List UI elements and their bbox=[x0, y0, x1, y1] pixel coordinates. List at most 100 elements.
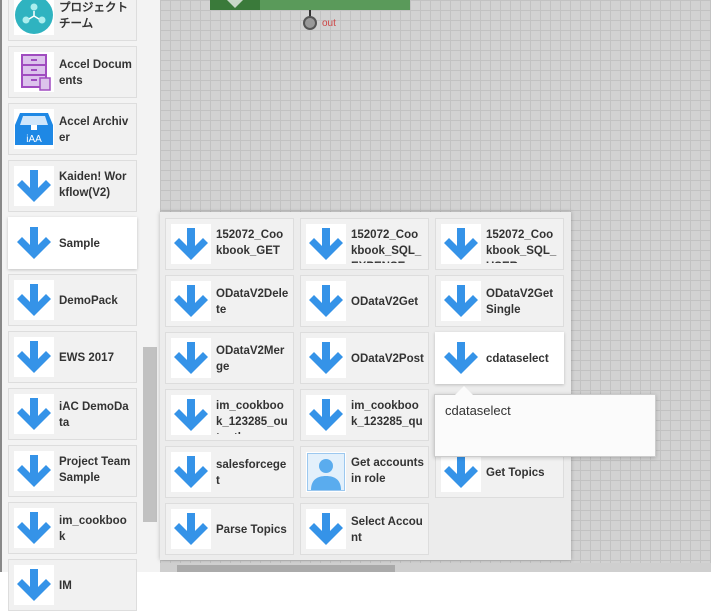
output-port-label: out bbox=[322, 18, 336, 29]
item-label-text: Get Topics bbox=[486, 467, 545, 479]
item-label-text: Project Team Sample bbox=[59, 456, 131, 484]
category-popup: 152072_Cookbook_GET 152072_Cookbook_SQL_E… bbox=[160, 212, 571, 560]
item-label-text: DemoPack bbox=[59, 295, 118, 307]
item-label: Get Topics bbox=[486, 455, 559, 491]
item-label: ODataV2Merge bbox=[216, 341, 289, 377]
sidebar-item[interactable]: IM bbox=[8, 559, 137, 611]
sidebar-item[interactable]: EWS 2017 bbox=[8, 331, 137, 383]
arrow-down-icon bbox=[441, 224, 481, 264]
item-label: ODataV2Get bbox=[351, 284, 424, 320]
flow-node[interactable] bbox=[210, 0, 410, 10]
arrow-down-icon bbox=[14, 565, 54, 605]
scrollbar-thumb[interactable] bbox=[177, 565, 395, 572]
item-label-text: 152072_Cookbook_SQL_EXPENSE bbox=[351, 229, 422, 263]
item-label: 152072_Cookbook_SQL_EXPENSE bbox=[351, 227, 424, 263]
sidebar-scrollbar[interactable] bbox=[143, 347, 157, 522]
component-item[interactable]: ODataV2Get bbox=[300, 275, 429, 327]
component-item[interactable]: ODataV2Post bbox=[300, 332, 429, 384]
item-label: IM bbox=[59, 568, 132, 604]
item-label: im_cookbook_123285_query bbox=[351, 398, 424, 434]
item-label: プロジェクトチーム bbox=[59, 0, 132, 34]
item-label-text: cdataselect bbox=[486, 353, 549, 365]
arrow-down-icon bbox=[14, 337, 54, 377]
component-item[interactable]: Get accounts in role bbox=[300, 446, 429, 498]
item-label: Select Account bbox=[351, 512, 424, 548]
item-label-text: ODataV2Get bbox=[351, 296, 419, 308]
output-port[interactable] bbox=[303, 16, 317, 30]
item-label-text: 152072_Cookbook_GET bbox=[216, 229, 284, 257]
component-item[interactable]: im_cookbook_123285_query bbox=[300, 389, 429, 441]
arrow-down-icon bbox=[171, 281, 211, 321]
item-label-text: iAC DemoData bbox=[59, 401, 129, 429]
arrow-down-icon bbox=[14, 451, 54, 491]
item-label: salesforceget bbox=[216, 455, 289, 491]
item-label-text: im_cookbook_123285_outputlog bbox=[216, 400, 288, 434]
item-label-text: Kaiden! Workflow(V2) bbox=[59, 171, 127, 199]
svg-text:iAA: iAA bbox=[26, 134, 42, 145]
sidebar-item[interactable]: Sample bbox=[8, 217, 137, 269]
item-label: Kaiden! Workflow(V2) bbox=[59, 169, 132, 205]
arrow-down-icon bbox=[171, 452, 211, 492]
arrow-down-icon bbox=[306, 224, 346, 264]
arrow-down-icon bbox=[14, 166, 54, 206]
item-label-text: IM bbox=[59, 580, 72, 592]
person-icon bbox=[306, 452, 346, 492]
item-label-text: im_cookbook bbox=[59, 515, 127, 543]
arrow-down-icon bbox=[306, 509, 346, 549]
item-label: Parse Topics bbox=[216, 512, 289, 548]
arrow-down-icon bbox=[14, 223, 54, 263]
team-icon bbox=[14, 0, 54, 35]
item-label-text: salesforceget bbox=[216, 459, 287, 487]
component-item[interactable]: 152072_Cookbook_SQL_USER bbox=[435, 218, 564, 270]
arrow-down-icon bbox=[306, 338, 346, 378]
item-label-text: ODataV2Post bbox=[351, 353, 424, 365]
component-item[interactable]: Select Account bbox=[300, 503, 429, 555]
arrow-down-icon bbox=[171, 224, 211, 264]
arrow-down-icon bbox=[14, 280, 54, 320]
component-item[interactable]: salesforceget bbox=[165, 446, 294, 498]
arrow-down-icon bbox=[306, 395, 346, 435]
component-item[interactable]: ODataV2Delete bbox=[165, 275, 294, 327]
item-label: DemoPack bbox=[59, 283, 132, 319]
component-item[interactable]: cdataselect bbox=[435, 332, 564, 384]
item-label: Get accounts in role bbox=[351, 455, 424, 491]
sidebar-item[interactable]: DemoPack bbox=[8, 274, 137, 326]
horizontal-scrollbar[interactable] bbox=[160, 563, 711, 572]
item-label-text: ODataV2GetSingle bbox=[486, 288, 554, 316]
item-label-text: ODataV2Merge bbox=[216, 345, 285, 373]
arrow-down-icon bbox=[441, 452, 481, 492]
arrow-down-icon bbox=[14, 508, 54, 548]
arrow-down-icon bbox=[14, 394, 54, 434]
sidebar-item[interactable]: iAC DemoData bbox=[8, 388, 137, 440]
cabinet-icon bbox=[14, 52, 54, 92]
sidebar-item[interactable]: プロジェクトチーム bbox=[8, 0, 137, 41]
component-item[interactable]: im_cookbook_123285_outputlog bbox=[165, 389, 294, 441]
item-label: Accel Archiver bbox=[59, 112, 132, 148]
item-label-text: EWS 2017 bbox=[59, 352, 114, 364]
sidebar-item[interactable]: Project Team Sample bbox=[8, 445, 137, 497]
component-item[interactable]: 152072_Cookbook_GET bbox=[165, 218, 294, 270]
component-item[interactable]: 152072_Cookbook_SQL_EXPENSE bbox=[300, 218, 429, 270]
component-item[interactable]: Parse Topics bbox=[165, 503, 294, 555]
item-label-text: Accel Archiver bbox=[59, 116, 129, 144]
item-label-text: ODataV2Delete bbox=[216, 288, 289, 316]
arrow-down-icon bbox=[171, 338, 211, 378]
component-item[interactable]: ODataV2Merge bbox=[165, 332, 294, 384]
item-label: Sample bbox=[59, 226, 132, 262]
item-label: ODataV2Delete bbox=[216, 284, 289, 320]
sidebar-item[interactable]: im_cookbook bbox=[8, 502, 137, 554]
tooltip-text: cdataselect bbox=[445, 403, 511, 418]
sidebar-item[interactable]: iAA Accel Archiver bbox=[8, 103, 137, 155]
item-label: ODataV2Post bbox=[351, 341, 424, 377]
item-label-text: Sample bbox=[59, 238, 100, 250]
arrow-down-icon bbox=[306, 281, 346, 321]
palette-sidebar: プロジェクトチーム Accel Documents iAA Accel Archive… bbox=[0, 0, 160, 611]
node-caret-icon bbox=[227, 0, 243, 8]
item-label-text: im_cookbook_123285_query bbox=[351, 400, 423, 434]
sidebar-item[interactable]: Accel Documents bbox=[8, 46, 137, 98]
component-item[interactable]: ODataV2GetSingle bbox=[435, 275, 564, 327]
item-label: cdataselect bbox=[486, 341, 559, 377]
arrow-down-icon bbox=[171, 395, 211, 435]
sidebar-item[interactable]: Kaiden! Workflow(V2) bbox=[8, 160, 137, 212]
arrow-down-icon bbox=[441, 281, 481, 321]
